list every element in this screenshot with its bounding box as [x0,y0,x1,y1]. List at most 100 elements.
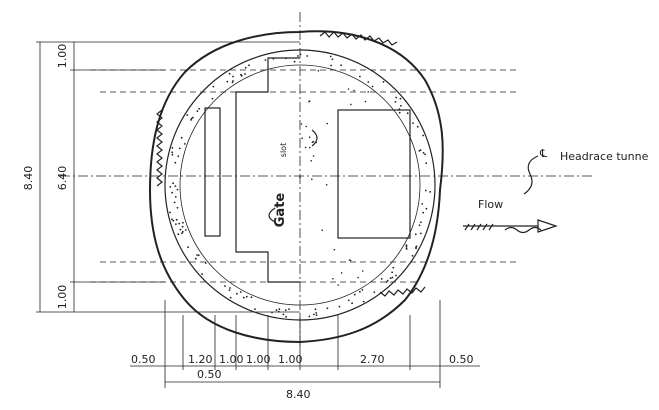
dim-total-vertical: 8.40 [22,166,35,191]
stipple-dot [284,309,287,312]
stipple-dot [398,111,401,114]
stipple-dot [194,257,197,260]
stipple-dot [236,292,238,295]
stipple-dot [308,315,311,318]
right-opening [337,109,411,239]
stipple-dot [331,58,334,61]
stipple-dot [321,229,324,231]
stipple-dot [224,285,226,287]
stipple-dot [244,66,247,69]
stipple-dot [315,312,318,314]
stipple-dot [184,229,187,231]
stipple-dot [338,305,341,308]
stipple-dot [232,80,234,82]
stipple-dot [178,147,181,150]
stipple-dot [169,186,172,188]
stipple-dot [340,272,343,274]
stipple-dot [278,308,281,311]
dim-b: 1.00 [219,353,244,366]
stipple-dot [172,182,175,185]
stipple-dot [329,55,332,58]
stipple-dot [186,114,189,116]
stipple-dot [173,201,176,204]
stipple-dot [285,315,287,318]
dim-right-edge: 0.50 [449,353,474,366]
stipple-dot [239,291,242,293]
stipple-dot [386,279,389,282]
stipple-dot [422,134,424,137]
stipple-dot [181,225,184,228]
stipple-dot [211,97,214,100]
stipple-dot [424,153,426,156]
stipple-dot [367,81,370,83]
dim-c: 1.00 [246,353,271,366]
stipple-dot [421,203,424,205]
rock-outline [148,30,444,344]
stipple-dot [232,75,234,78]
stipple-dot [429,191,431,193]
stipple-dot [422,152,425,154]
stipple-dot [422,211,425,214]
stipple-dot [419,232,422,235]
stipple-dot [182,221,184,224]
stipple-dot [373,291,376,294]
stipple-dot [412,122,414,124]
stipple-dot [171,151,174,154]
stipple-dot [226,80,229,83]
stipple-dot [306,55,309,57]
stipple-dot [171,218,173,221]
left-opening [204,107,221,237]
headrace-label: Headrace tunne [560,150,649,163]
stipple-dot [347,299,350,302]
stipple-dot [300,123,303,125]
stipple-dot [196,110,199,113]
stipple-dot [174,185,177,188]
stipple-dot [313,313,315,316]
stipple-dot [229,296,232,299]
stipple-dot [177,155,180,158]
stipple-dot [357,276,359,279]
stipple-dot [175,223,177,226]
stipple-dot [244,73,247,75]
stipple-dot [175,218,178,221]
stipple-dot [305,125,308,128]
dim-bottom-vertical: 1.00 [56,285,69,310]
stipple-dot [181,232,183,235]
stipple-dot [380,278,383,280]
rock-texture-right [379,286,426,297]
stipple-dot [308,100,310,103]
stipple-dot [171,147,174,149]
stipple-dot [250,296,253,299]
stipple-dot [418,224,421,227]
stipple-dot [340,64,342,67]
stipple-dot [395,96,397,99]
stipple-dot [192,116,194,119]
stipple-dot [171,153,174,156]
stipple-dot [371,85,374,88]
headrace-leader [523,155,539,195]
gate-label: Gate [273,193,288,228]
stipple-dot [333,248,336,251]
stipple-dot [359,75,361,78]
stipple-dot [187,246,190,249]
stipple-dot [391,276,394,279]
dim-middle-vertical: 6.40 [56,166,69,191]
stipple-dot [174,196,177,198]
stipple-dot [297,55,299,57]
stipple-dot [405,245,408,248]
stipple-dot [326,307,329,310]
stipple-dot [314,308,317,311]
stipple-dot [293,60,296,63]
flow-arrow [463,219,558,234]
stipple-dot [418,150,421,152]
stipple-dot [245,295,248,298]
stipple-dot [229,287,231,289]
stipple-dot [282,313,285,316]
stipple-dot [326,122,329,125]
stipple-dot [414,233,417,236]
stipple-dot [228,72,231,75]
stipple-dot [330,64,332,67]
stipple-dot [391,271,393,274]
dim-e: 2.70 [360,353,385,366]
